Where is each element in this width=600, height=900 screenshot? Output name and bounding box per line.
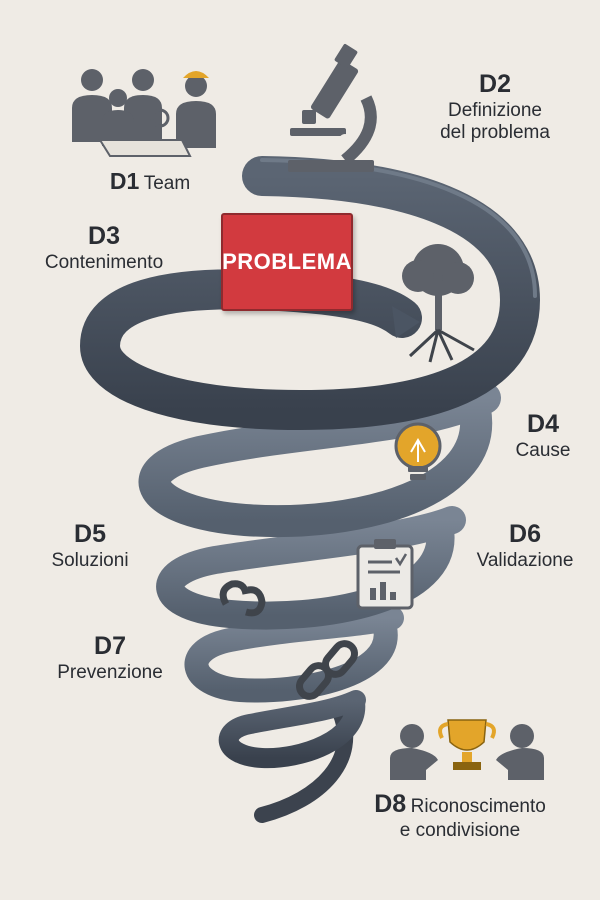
step-d7-label: D7 Prevenzione bbox=[40, 632, 180, 684]
step-d3-code: D3 bbox=[88, 222, 120, 250]
step-d2-text-line2: del problema bbox=[440, 121, 550, 143]
step-d6-text: Validazione bbox=[476, 549, 574, 571]
problem-label: PROBLEMA bbox=[222, 249, 352, 274]
step-d8-code: D8 bbox=[374, 790, 407, 818]
step-d5-code: D5 bbox=[74, 520, 106, 548]
step-d6-label: D6 Validazione bbox=[462, 520, 588, 572]
step-d7-text: Prevenzione bbox=[57, 661, 163, 683]
step-d1-code: D1 bbox=[109, 168, 140, 194]
step-d6-code: D6 bbox=[509, 520, 541, 548]
step-d5-text: Soluzioni bbox=[51, 549, 129, 571]
trophy-icon bbox=[390, 719, 544, 780]
lightbulb-icon bbox=[394, 422, 442, 480]
tree-icon bbox=[402, 244, 475, 363]
microscope-icon bbox=[288, 44, 377, 172]
step-d2-text-line1: Definizione bbox=[448, 99, 542, 121]
problem-box: PROBLEMA bbox=[221, 213, 353, 311]
step-d1-text: Team bbox=[143, 173, 191, 194]
clipboard-icon bbox=[356, 539, 414, 610]
step-d3-text: Contenimento bbox=[44, 251, 164, 273]
step-d3-label: D3 Contenimento bbox=[14, 222, 194, 274]
step-d4-text: Cause bbox=[515, 439, 571, 461]
step-d8-text-line2: e condivisione bbox=[399, 819, 521, 841]
step-d8-label: D8 Riconoscimento e condivisione bbox=[350, 790, 570, 842]
step-d4-label: D4 Cause bbox=[498, 410, 588, 462]
step-d2-label: D2 Definizione del problema bbox=[410, 70, 580, 144]
step-d2-code: D2 bbox=[479, 70, 511, 98]
chain-icon bbox=[219, 580, 266, 617]
step-d7-code: D7 bbox=[94, 632, 126, 660]
chain-link-icon bbox=[296, 640, 358, 700]
team-icon bbox=[72, 69, 216, 157]
step-d4-code: D4 bbox=[527, 410, 559, 438]
step-d5-label: D5 Soluzioni bbox=[30, 520, 150, 572]
step-d8-text-line1: Riconoscimento bbox=[410, 796, 546, 817]
step-d1-label: D1 Team bbox=[90, 168, 210, 195]
